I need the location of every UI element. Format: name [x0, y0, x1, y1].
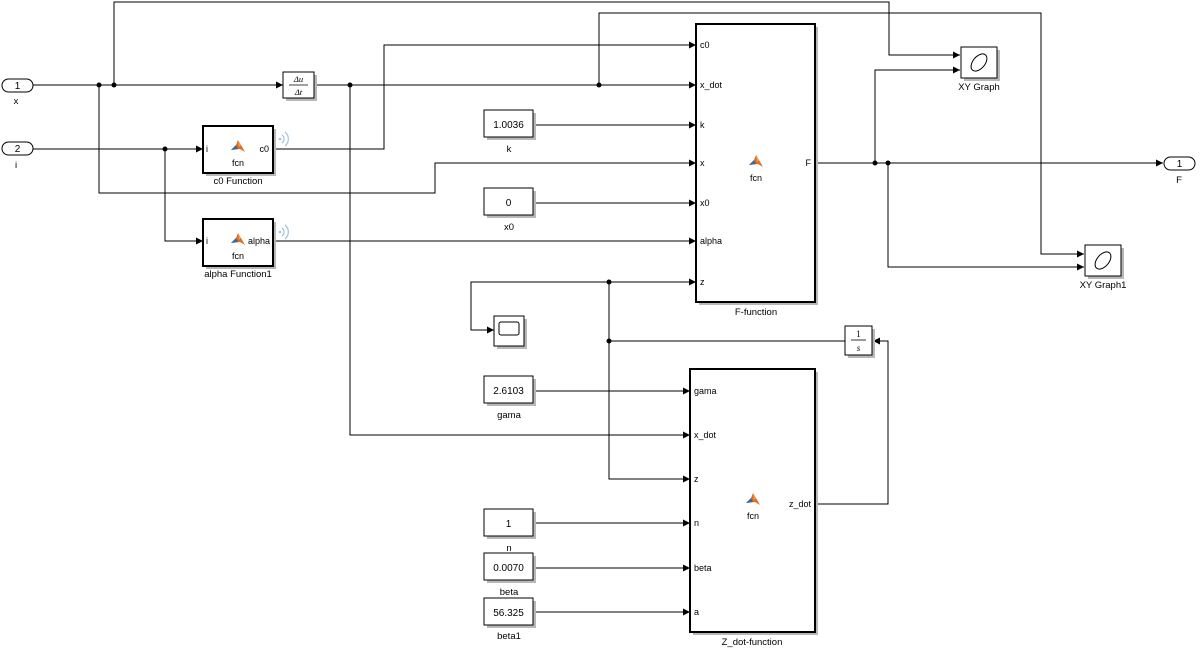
f-input-z: z	[700, 277, 705, 287]
f-input-alpha: alpha	[700, 236, 722, 246]
outport-f-label: F	[1176, 175, 1182, 186]
constant-k-label: k	[507, 144, 512, 155]
outport-f-number: 1	[1177, 159, 1183, 170]
wire-f-to-xy-graph	[874, 66, 960, 163]
inport-i-label: i	[15, 160, 17, 171]
constant-x0[interactable]: 0 x0	[483, 187, 536, 233]
signal-lines	[33, 1, 1163, 616]
wire-xdot-to-z	[349, 85, 690, 439]
constant-gama-label: gama	[497, 410, 521, 421]
c0-function-label: c0 Function	[213, 176, 262, 187]
c0-function-out-port: c0	[259, 144, 269, 154]
constant-k[interactable]: 1.0036 k	[483, 109, 536, 155]
constant-gama-value: 2.6103	[493, 386, 524, 397]
f-output-f: F	[806, 158, 812, 168]
inport-x-number: 1	[15, 81, 21, 92]
xy-graph1-block[interactable]: XY Graph1	[1080, 244, 1127, 291]
constant-x0-value: 0	[506, 198, 512, 209]
f-input-k: k	[700, 120, 705, 130]
derivative-denominator: Δt	[294, 87, 303, 97]
constant-n-value: 1	[506, 519, 512, 530]
inport-x-label: x	[14, 96, 19, 107]
signal-wave-icon	[278, 131, 289, 147]
f-input-x0: x0	[700, 198, 710, 208]
inport-x[interactable]: 1 x	[1, 78, 34, 107]
xy-graph-icon	[970, 53, 988, 72]
wire-x-to-f-x	[98, 85, 696, 194]
xy-graph-label: XY Graph	[958, 82, 1000, 93]
inport-i[interactable]: 2 i	[1, 141, 34, 171]
inport-i-number: 2	[15, 144, 21, 155]
f-function-block[interactable]: c0 x_dot k x x0 alpha z F fcn F-function	[695, 23, 818, 318]
z-function-body: fcn	[747, 511, 759, 521]
xy-graph-block[interactable]: XY Graph	[958, 46, 1000, 93]
constant-k-value: 1.0036	[493, 120, 524, 131]
f-input-x: x	[700, 158, 705, 168]
signal-wave-icon	[278, 224, 289, 240]
alpha-function-in-port: i	[206, 236, 208, 246]
constant-gama[interactable]: 2.6103 gama	[483, 375, 536, 421]
alpha-function-out-port: alpha	[248, 236, 270, 246]
wire-f-to-xy-graph1	[887, 163, 1084, 271]
constant-n[interactable]: 1 n	[483, 508, 536, 554]
integrator-block[interactable]: 1 s	[844, 325, 875, 358]
f-input-c0: c0	[700, 40, 710, 50]
c0-function-block[interactable]: i c0 fcn c0 Function	[202, 125, 289, 187]
constant-n-label: n	[506, 543, 511, 554]
wire-zdot-to-integrator	[815, 337, 889, 505]
outport-f[interactable]: 1 F	[1163, 156, 1196, 186]
constant-beta-label: beta	[500, 587, 519, 598]
wire-x-to-xy-graph	[113, 1, 960, 85]
scope-screen-icon	[498, 321, 520, 336]
z-input-gama: gama	[694, 386, 717, 396]
integrator-numerator: 1	[856, 329, 861, 339]
wire-i-to-alpha	[164, 149, 203, 245]
c0-function-in-port: i	[206, 144, 208, 154]
z-input-beta: beta	[694, 563, 712, 573]
alpha-function-block[interactable]: i alpha fcn alpha Function1	[202, 218, 289, 280]
wire-xdot-to-xy-graph1	[598, 12, 1084, 258]
xy-graph1-icon	[1094, 251, 1112, 270]
f-function-label: F-function	[735, 307, 777, 318]
constant-beta1-label: beta1	[497, 631, 521, 642]
constant-x0-label: x0	[504, 222, 514, 233]
wire-c0-to-f	[273, 41, 696, 150]
constant-beta[interactable]: 0.0070 beta	[483, 552, 536, 598]
z-function-label: Z_dot-function	[722, 637, 783, 648]
derivative-numerator: Δu	[293, 74, 303, 84]
z-input-n: n	[694, 518, 699, 528]
alpha-function-body: fcn	[232, 251, 244, 261]
z-input-x-dot: x_dot	[694, 430, 717, 440]
constant-beta-value: 0.0070	[493, 563, 524, 574]
z-dot-function-block[interactable]: gama x_dot z n beta a z_dot fcn Z_dot-fu…	[689, 368, 818, 648]
wire-z-to-scope	[470, 281, 609, 334]
constant-beta1-value: 56.325	[493, 608, 524, 619]
z-input-z: z	[694, 474, 699, 484]
wire-z-to-zfunc	[608, 282, 690, 483]
z-input-a: a	[694, 607, 699, 617]
z-output-z-dot: z_dot	[789, 499, 812, 509]
integrator-denominator: s	[857, 343, 861, 353]
c0-function-body: fcn	[232, 158, 244, 168]
derivative-block[interactable]: Δu Δt	[282, 71, 317, 101]
constant-beta1[interactable]: 56.325 beta1	[483, 597, 536, 642]
f-function-body: fcn	[750, 173, 762, 183]
f-input-x-dot: x_dot	[700, 80, 723, 90]
scope-block[interactable]	[493, 315, 527, 349]
alpha-function-label: alpha Function1	[204, 269, 272, 280]
junction-dots	[96, 82, 891, 344]
xy-graph1-label: XY Graph1	[1080, 280, 1127, 291]
